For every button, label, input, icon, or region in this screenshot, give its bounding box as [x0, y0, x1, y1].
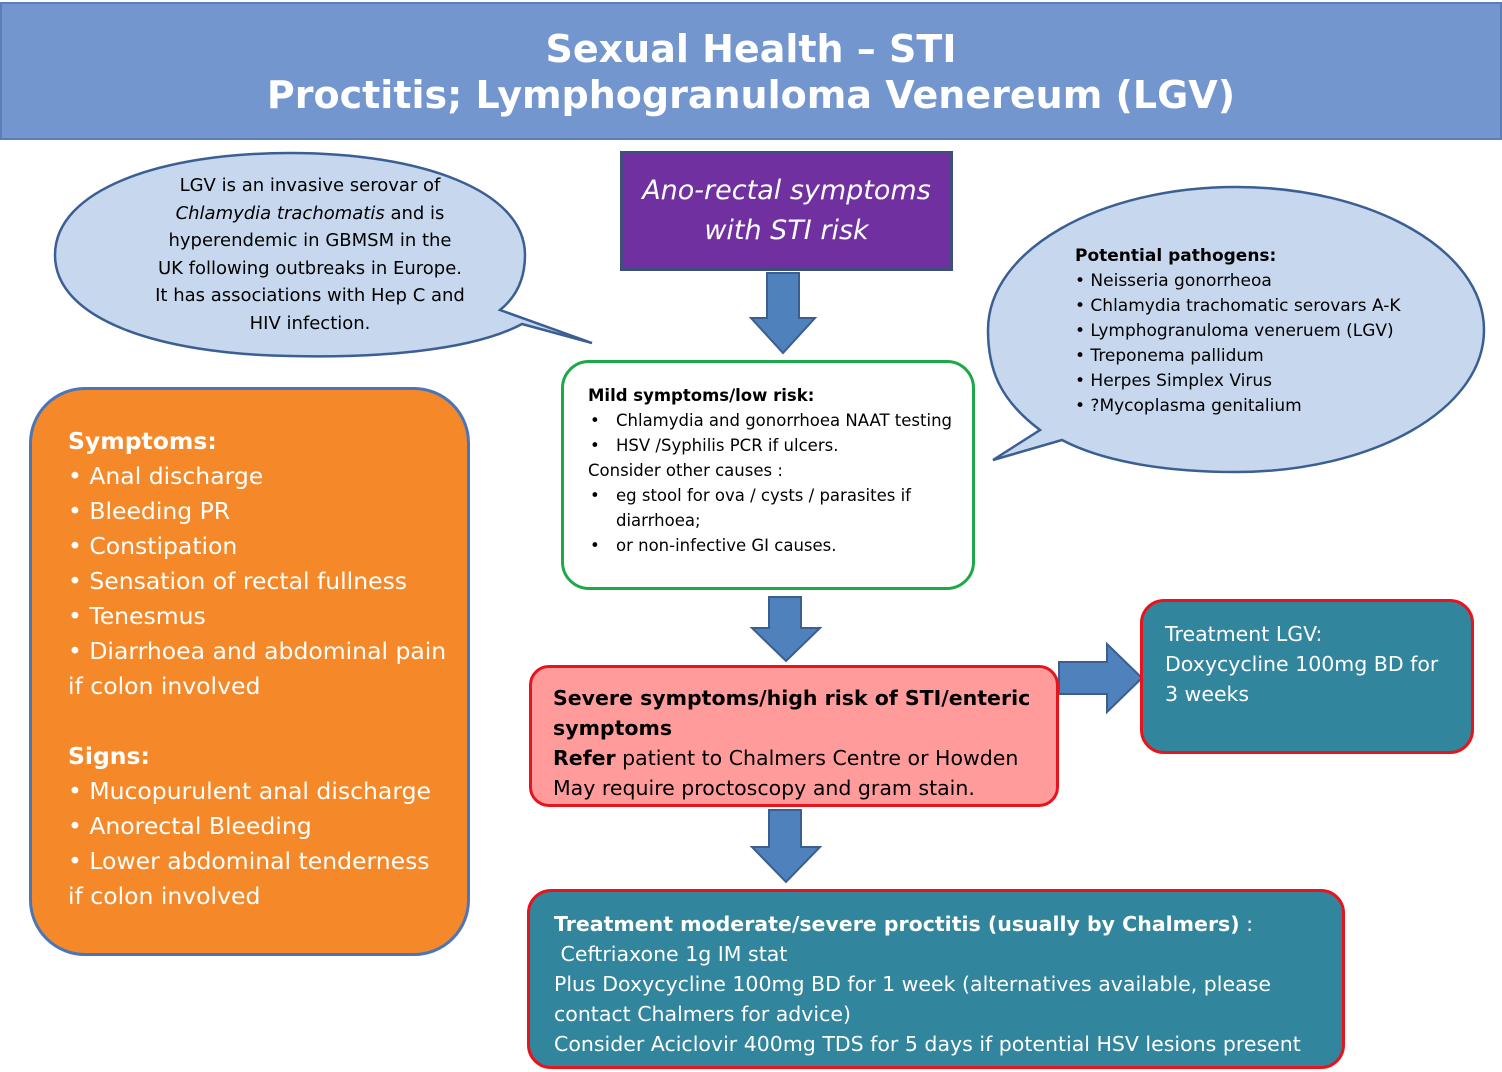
header-title: Sexual Health – STI — [545, 27, 957, 71]
list-item: • Tenesmus — [68, 602, 206, 630]
list-item: eg stool for ova / cysts / parasites if … — [588, 483, 952, 533]
list-item: • Lymphogranuloma veneruem (LGV) — [1075, 321, 1394, 341]
list-item: • Constipation — [68, 532, 238, 560]
list-item: HSV /Syphilis PCR if ulcers. — [588, 433, 952, 458]
list-item: • Neisseria gonorrheoa — [1075, 271, 1272, 291]
list-item: • Anal discharge — [68, 462, 264, 490]
species-name: Chlamydia trachomatis — [175, 202, 385, 224]
lgv-info-text: LGV is an invasive serovar of Chlamydia … — [155, 175, 465, 334]
proctitis-treatment-title: Treatment moderate/severe proctitis (usu… — [554, 912, 1240, 936]
severe-title: Severe symptoms/high risk of STI/enteric… — [553, 686, 1031, 740]
symptoms-title: Symptoms: — [68, 427, 217, 455]
down-arrow-1 — [748, 272, 818, 355]
list-item: Chlamydia and gonorrhoea NAAT testing — [588, 408, 952, 433]
right-arrow — [1058, 641, 1144, 715]
list-item: • Anorectal Bleeding — [68, 812, 312, 840]
proctitis-treatment-box: Treatment moderate/severe proctitis (usu… — [527, 889, 1345, 1069]
list-item: • Treponema pallidum — [1075, 346, 1264, 366]
symptoms-signs-box: Symptoms: • Anal discharge • Bleeding PR… — [29, 387, 470, 956]
list-item: • Chlamydia trachomatic serovars A-K — [1075, 296, 1401, 316]
start-box: Ano-rectal symptoms with STI risk — [620, 151, 953, 271]
mild-title: Mild symptoms/low risk: — [588, 386, 815, 405]
consider-text: Consider other causes : — [588, 461, 783, 480]
list-item: • Herpes Simplex Virus — [1075, 371, 1272, 391]
mild-symptoms-box: Mild symptoms/low risk: Chlamydia and go… — [561, 360, 975, 590]
list-item: • ?Mycoplasma genitalium — [1075, 396, 1302, 416]
signs-title: Signs: — [68, 742, 150, 770]
list-item: • Lower abdominal tenderness if colon in… — [68, 847, 430, 910]
lgv-treatment-title: Treatment LGV: — [1165, 622, 1323, 646]
list-item: • Diarrhoea and abdominal pain if colon … — [68, 637, 447, 700]
down-arrow-3 — [749, 809, 823, 884]
lgv-treatment-box: Treatment LGV: Doxycycline 100mg BD for … — [1140, 599, 1474, 754]
list-item: • Sensation of rectal fullness — [68, 567, 408, 595]
pathogens-title: Potential pathogens: — [1075, 246, 1277, 266]
list-item: or non-infective GI causes. — [588, 533, 952, 558]
page-header: Sexual Health – STI Proctitis; Lymphogra… — [0, 2, 1502, 140]
down-arrow-2 — [749, 596, 823, 663]
severe-symptoms-box: Severe symptoms/high risk of STI/enteric… — [529, 665, 1059, 807]
list-item: • Bleeding PR — [68, 497, 231, 525]
list-item: • Mucopurulent anal discharge — [68, 777, 431, 805]
pathogens-list: Potential pathogens: • Neisseria gonorrh… — [1075, 244, 1435, 419]
header-subtitle: Proctitis; Lymphogranuloma Venereum (LGV… — [266, 73, 1236, 117]
